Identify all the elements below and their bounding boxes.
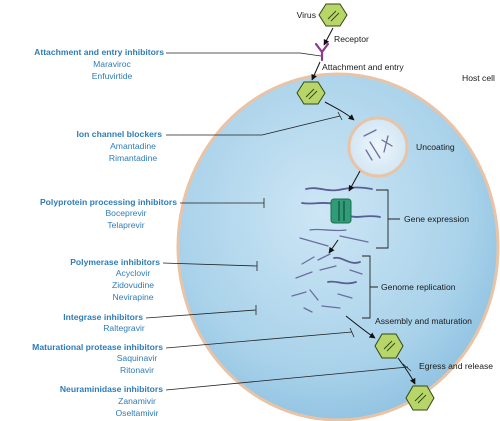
drug-label: Boceprevir bbox=[105, 208, 146, 218]
inhibitor-group-integrase: Integrase inhibitors Raltegravir bbox=[63, 312, 145, 333]
process-arrows bbox=[311, 27, 416, 385]
virus-particle-outside bbox=[318, 3, 348, 27]
uncoating-label: Uncoating bbox=[416, 142, 455, 152]
egress-release-label: Egress and release bbox=[419, 361, 493, 371]
host-cell bbox=[176, 72, 500, 421]
inhibitor-group-attachment: Attachment and entry inhibitors Maraviro… bbox=[34, 47, 164, 81]
virus-particle-released bbox=[405, 385, 435, 411]
inhibitor-group-ion-channel: Ion channel blockers Amantadine Rimantad… bbox=[77, 129, 163, 163]
attachment-entry-label: Attachment and entry bbox=[322, 62, 404, 72]
genome-replication-label: Genome replication bbox=[381, 282, 456, 292]
drug-label: Rimantadine bbox=[109, 153, 157, 163]
host-cell-label: Host cell bbox=[462, 73, 495, 83]
drug-label: Zanamivir bbox=[118, 396, 156, 406]
category-label: Maturational protease inhibitors bbox=[32, 342, 163, 352]
category-label: Polymerase inhibitors bbox=[70, 257, 160, 267]
gene-expression-label: Gene expression bbox=[404, 214, 469, 224]
receptor-label: Receptor bbox=[334, 34, 369, 44]
drug-label: Enfuvirtide bbox=[92, 71, 133, 81]
inhibitor-group-maturational-protease: Maturational protease inhibitors Saquina… bbox=[32, 342, 163, 375]
receptor-icon bbox=[314, 42, 330, 62]
drug-label: Amantadine bbox=[110, 141, 156, 151]
category-label: Attachment and entry inhibitors bbox=[34, 47, 164, 57]
genome-replication-strands bbox=[291, 253, 363, 313]
drug-label: Saquinavir bbox=[117, 353, 158, 363]
drug-label: Telaprevir bbox=[107, 220, 144, 230]
inhibitor-group-neuraminidase: Neuraminidase inhibitors Zanamivir Oselt… bbox=[60, 384, 163, 418]
category-label: Integrase inhibitors bbox=[63, 312, 143, 322]
assembly-maturation-label: Assembly and maturation bbox=[375, 316, 472, 326]
drug-label: Nevirapine bbox=[112, 292, 153, 302]
uncoating-vesicle bbox=[347, 116, 409, 178]
drug-label: Maraviroc bbox=[93, 59, 131, 69]
drug-label: Zidovudine bbox=[112, 280, 154, 290]
category-label: Polyprotein processing inhibitors bbox=[40, 197, 177, 207]
drug-label: Acyclovir bbox=[116, 268, 151, 278]
drug-label: Raltegravir bbox=[103, 323, 145, 333]
drug-label: Oseltamivir bbox=[116, 408, 159, 418]
virus-particle-entering bbox=[296, 81, 326, 105]
drug-label: Ritonavir bbox=[120, 365, 154, 375]
genome-replication-bracket bbox=[362, 255, 378, 319]
inhibition-lines bbox=[145, 52, 412, 391]
process-labels: Virus Receptor Attachment and entry Host… bbox=[297, 10, 495, 371]
virus-particle-assembled bbox=[374, 333, 404, 359]
ribosome-icon bbox=[330, 198, 352, 224]
gene-expression-bracket bbox=[376, 189, 400, 249]
category-label: Ion channel blockers bbox=[77, 129, 163, 139]
inhibitor-group-polymerase: Polymerase inhibitors Acyclovir Zidovudi… bbox=[70, 257, 160, 302]
virus-label: Virus bbox=[297, 10, 316, 20]
category-label: Neuraminidase inhibitors bbox=[60, 384, 163, 394]
inhibitor-group-polyprotein: Polyprotein processing inhibitors Bocepr… bbox=[40, 197, 177, 230]
